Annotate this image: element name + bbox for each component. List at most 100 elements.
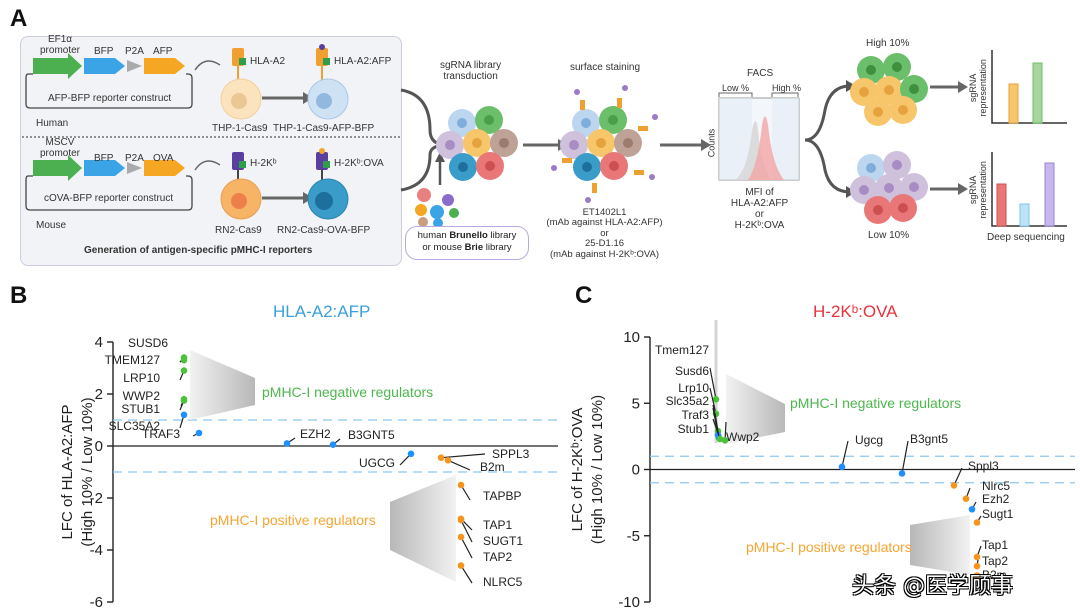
y-tick-label: 2: [95, 386, 103, 403]
panel-a-letter: A: [10, 5, 28, 32]
y-axis-label: (High 10% / Low 10%): [79, 397, 96, 546]
negative-wedge: [190, 350, 255, 420]
gene-point: [457, 562, 465, 569]
deep-sequencing-label: Deep sequencing: [987, 232, 1065, 243]
mouse-promoter-label: MSCV promoter: [40, 137, 81, 159]
plasmid-loop-icon: [25, 73, 193, 109]
y-tick-label: 0: [632, 462, 640, 479]
gene-point: [838, 463, 846, 471]
mouse-construct-label: cOVA-BFP reporter construct: [44, 193, 174, 204]
mouse-bfp-label: BFP: [94, 153, 114, 164]
positive-regulators-label: pMHC-I positive regulators: [746, 539, 912, 555]
gene-point: [283, 440, 291, 447]
rn2-ova-bfp-label: RN2-Cas9-OVA-BFP: [277, 225, 371, 236]
promoter-arrow-icon: [33, 53, 82, 79]
thp1-cas9-label: THP-1-Cas9: [212, 123, 268, 134]
high-10-cell-pool-icon: [850, 53, 928, 126]
chart-c-title: H-2Kᵇ:OVA: [813, 302, 898, 321]
y-tick-label: 4: [95, 334, 103, 351]
gene-point: [721, 437, 729, 444]
gene-leader-line: [447, 459, 471, 471]
p2a-segment-icon: [127, 60, 142, 72]
gene-leader-line: [460, 519, 473, 543]
gene-label: TMEM127: [105, 353, 161, 367]
brie-library: Brie: [464, 241, 484, 253]
gene-label: Wwp2: [726, 430, 760, 444]
mouse-antigen-label: OVA: [153, 153, 174, 164]
gene-point: [968, 505, 976, 513]
virus-library-icon: [415, 188, 459, 228]
panel-a-diagram: [22, 44, 1067, 228]
p2a-segment-icon: [127, 162, 142, 174]
gene-leader-line: [841, 440, 849, 467]
negative-wedge: [726, 374, 785, 444]
gene-point: [437, 454, 445, 461]
low-bar-ylabel: sgRNA representation: [967, 161, 988, 219]
curve-arrow-icon: [194, 60, 221, 71]
y-tick-label: -2: [90, 490, 103, 507]
gene-label: TAPBP: [483, 489, 521, 503]
gene-leader-line: [709, 387, 717, 414]
gene-point: [973, 572, 981, 579]
thp1-afp-bfp-label: THP-1-Cas9-AFP-BFP: [273, 123, 375, 134]
gene-point: [716, 435, 724, 443]
gene-label: Ezh2: [982, 492, 1010, 506]
gene-label: Lrp10: [678, 381, 709, 395]
gene-label: Slc35a2: [666, 394, 710, 408]
gene-point: [180, 367, 188, 374]
low-10-cell-pool-icon: [850, 151, 928, 224]
negative-regulators-label: pMHC-I negative regulators: [262, 384, 433, 400]
hla-a2-afp-label: HLA-A2:AFP: [334, 56, 392, 67]
gene-label: TAP1: [483, 518, 512, 532]
mouse-construct: [25, 155, 221, 211]
hla-a2-label: HLA-A2: [250, 56, 286, 67]
gene-leader-line: [460, 536, 473, 559]
rn2-ova-bfp-cell-icon: [307, 148, 349, 220]
gene-label: SUGT1: [483, 534, 523, 548]
gene-label: TRAF3: [142, 427, 180, 441]
box-caption: Generation of antigen-specific pMHC-I re…: [84, 245, 313, 256]
promoter-arrow-icon: [33, 155, 82, 181]
reporter-generation-box: [20, 36, 402, 266]
transduction-label: sgRNA library transduction: [440, 60, 502, 82]
facs-yaxis-label: Counts: [706, 128, 717, 158]
stained-cell-pool-icon: [551, 85, 658, 203]
plasmid-loop-icon: [25, 175, 193, 211]
gene-label: WWP2: [123, 389, 161, 403]
facs-histogram-icon: [718, 92, 800, 181]
gene-point: [180, 356, 188, 364]
human-construct: [25, 53, 221, 109]
y-tick-label: -10: [618, 594, 640, 611]
positive-wedge: [910, 515, 970, 575]
y-axis-label: LFC of H-2Kᵇ:OVA: [569, 408, 586, 532]
panel-c-letter: C: [575, 282, 593, 309]
gene-point: [180, 411, 188, 419]
library-box: human Brunello library or mouse Brie lib…: [405, 226, 529, 260]
gene-label: Traf3: [681, 408, 709, 422]
gene-label: Stub1: [678, 422, 710, 436]
thp1-afp-bfp-cell-icon: [307, 44, 349, 120]
y-tick-label: 5: [632, 395, 640, 412]
facs-low-label: Low %: [722, 83, 750, 93]
positive-regulators-label: pMHC-I positive regulators: [210, 512, 376, 528]
gene-point: [712, 395, 720, 403]
gene-label: Sppl3: [968, 459, 999, 473]
mouse-species-label: Mouse: [36, 220, 67, 231]
gene-point: [180, 397, 188, 404]
facs-high-label: High %: [772, 83, 802, 93]
library-text: or mouse: [422, 241, 465, 253]
rn2-cas9-cell-icon: [220, 152, 262, 220]
high-10-label: High 10%: [866, 38, 910, 49]
y-tick-label: -6: [90, 594, 103, 611]
gene-point: [973, 562, 981, 570]
gene-leader-line: [901, 440, 909, 474]
gene-leader-line: [460, 565, 473, 584]
human-bfp-label: BFP: [94, 46, 114, 57]
human-species-label: Human: [36, 118, 69, 129]
gene-point: [962, 495, 970, 502]
y-tick-label: 10: [623, 329, 640, 346]
y-axis-label: LFC of HLA-A2:AFP: [59, 404, 76, 539]
y-axis-label: (High 10% / Low 10%): [589, 395, 606, 544]
